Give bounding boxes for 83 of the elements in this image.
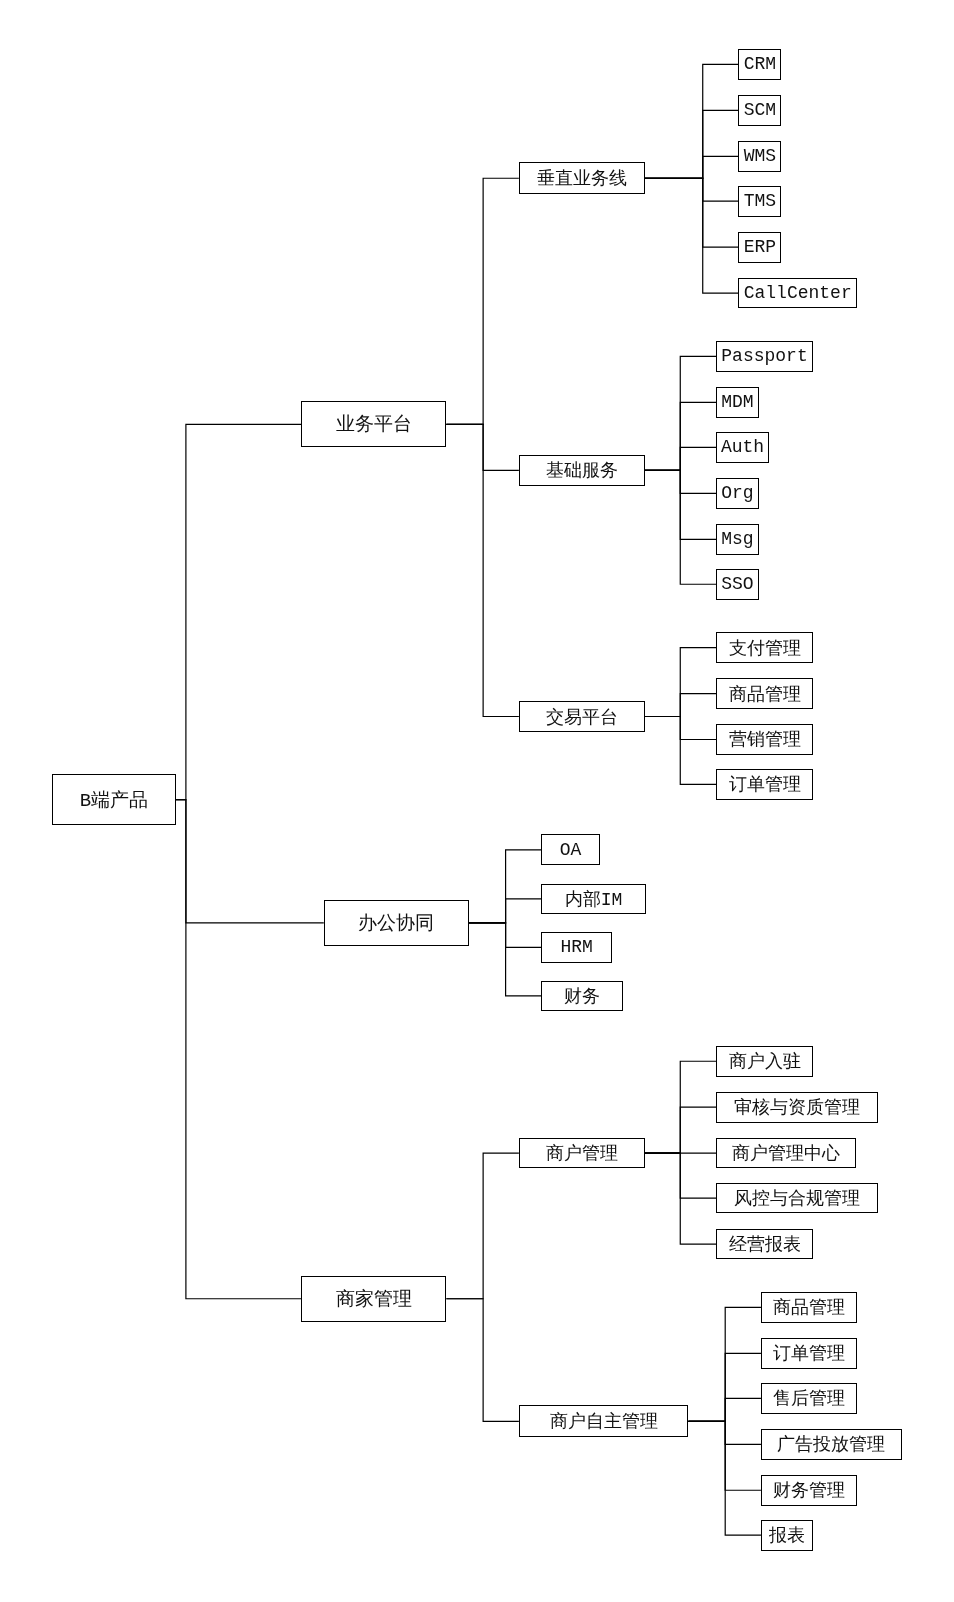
tree-node-box: [716, 1182, 879, 1214]
node-label: 商家管理: [335, 1287, 412, 1312]
node-label: WMS: [743, 146, 777, 167]
node-label: 商品管理: [728, 683, 801, 706]
tree-node-box: [518, 1137, 645, 1169]
node-label: 财务: [564, 985, 601, 1008]
tree-node-box: [716, 1228, 814, 1260]
node-label: TMS: [743, 191, 777, 212]
connector-line: [643, 715, 717, 786]
node-label: 审核与资质管理: [734, 1097, 861, 1120]
tree-node-box: [738, 140, 782, 172]
node-label: 商户自主管理: [549, 1411, 658, 1434]
tree-node-box: [760, 1474, 857, 1506]
tree-node-box: [518, 1405, 689, 1438]
connector-line: [643, 1152, 717, 1245]
node-label: 订单管理: [772, 1343, 845, 1366]
tree-node-box: [716, 724, 814, 755]
node-label: 订单管理: [728, 774, 801, 797]
tree-node-box: [716, 769, 814, 800]
node-label: HRM: [560, 937, 593, 958]
connector-line: [445, 423, 520, 718]
tree-node-box: [518, 454, 645, 487]
tree-node-box: [323, 899, 469, 946]
node-label: 交易平台: [545, 706, 618, 729]
tree-node-box: [716, 678, 814, 709]
tree-node-box: [738, 231, 782, 263]
node-label: 售后管理: [772, 1388, 845, 1411]
tree-node-box: [541, 931, 612, 964]
node-label: MDM: [721, 392, 754, 413]
connector-line: [175, 799, 302, 1300]
node-label: 营销管理: [728, 729, 801, 752]
node-label: CallCenter: [743, 283, 852, 304]
node-label: Passport: [721, 346, 808, 367]
tree-node-box: [760, 1383, 857, 1414]
tree-node-box: [716, 568, 759, 600]
node-label: 垂直业务线: [536, 168, 627, 191]
node-label: 经营报表: [728, 1234, 801, 1257]
node-label: 办公协同: [358, 911, 435, 936]
tree-node-box: [738, 185, 782, 217]
node-label: Org: [721, 483, 754, 504]
node-label: 报表: [768, 1525, 805, 1548]
tree-node-box: [301, 1275, 447, 1322]
connector-line: [468, 922, 542, 997]
connector-line: [687, 1420, 762, 1536]
tree-node-box: [738, 277, 857, 309]
tree-node-box: [541, 883, 646, 915]
tree-node-box: [518, 700, 645, 733]
node-label: 支付管理: [728, 637, 801, 660]
tree-node-box: [760, 1519, 813, 1551]
node-label: 财务管理: [772, 1480, 845, 1503]
node-label: SCM: [743, 100, 777, 121]
node-label: 商品管理: [772, 1297, 845, 1320]
node-label: 商户管理: [545, 1143, 618, 1166]
tree-node-box: [760, 1292, 857, 1323]
node-label: ERP: [743, 237, 777, 258]
tree-node-box: [541, 980, 624, 1012]
node-label: 基础服务: [545, 460, 618, 483]
node-label: OA: [559, 839, 582, 860]
node-label: 商户入驻: [728, 1051, 801, 1074]
tree-node-box: [52, 774, 176, 826]
tree-node-box: [716, 632, 814, 663]
tree-node-box: [518, 162, 645, 195]
node-label: 商户管理中心: [731, 1143, 840, 1166]
node-label: 风控与合规管理: [734, 1188, 861, 1211]
tree-node-box: [716, 1091, 879, 1123]
node-label: CRM: [743, 54, 777, 75]
tree-node-box: [716, 341, 814, 372]
node-label: SSO: [721, 574, 754, 595]
node-label: B端产品: [79, 788, 149, 813]
node-label: 业务平台: [335, 413, 412, 438]
tree-node-box: [760, 1428, 902, 1460]
tree-node-box: [541, 834, 600, 866]
connector-line: [445, 1298, 520, 1422]
tree-node-box: [716, 1137, 856, 1169]
tree-node-box: [716, 1045, 814, 1077]
connector-line: [643, 469, 717, 585]
tree-node-box: [301, 401, 447, 448]
connector-line: [643, 177, 740, 294]
node-label: 广告投放管理: [777, 1434, 886, 1457]
node-label: 内部IM: [564, 888, 623, 911]
tree-node-box: [760, 1338, 857, 1369]
node-label: Msg: [721, 529, 754, 550]
node-label: Auth: [720, 437, 765, 458]
